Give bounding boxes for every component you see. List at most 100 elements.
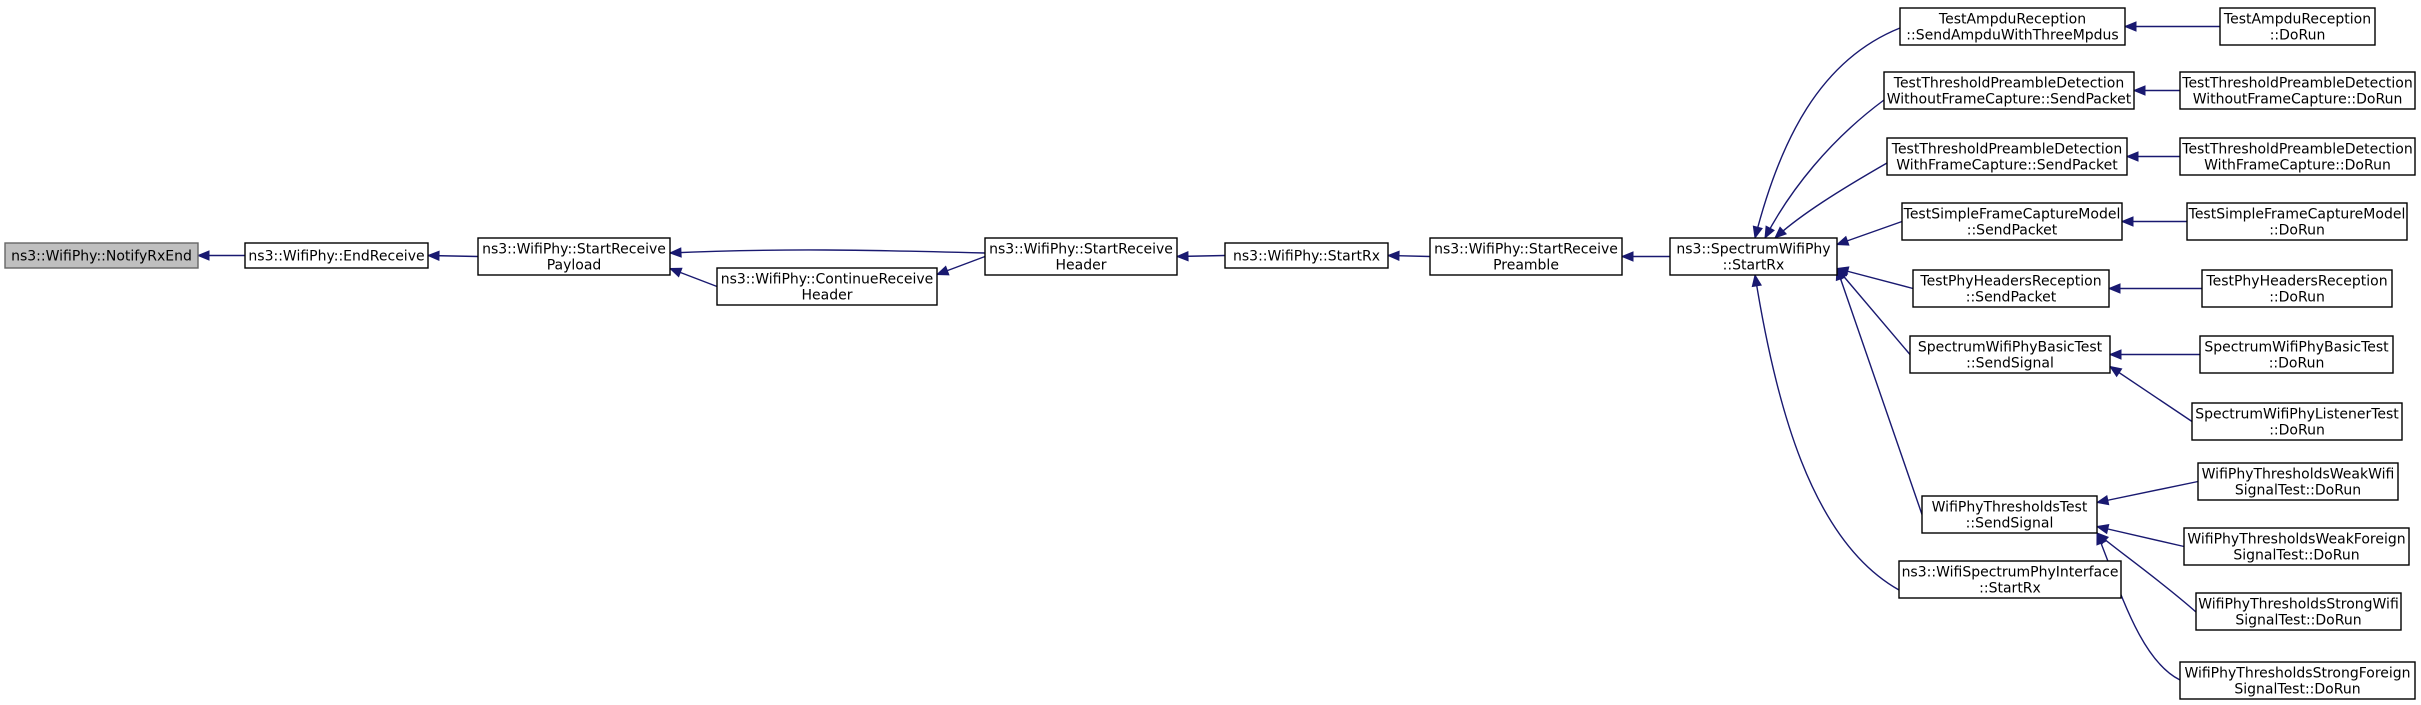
arrowhead-icon: [668, 267, 683, 278]
edge-phr-run-to-phr-send: [2107, 283, 2202, 294]
edge-line: [2096, 480, 2199, 504]
node-box: [1912, 269, 2110, 308]
node-wspi-start-rx[interactable]: ns3::WifiSpectrumPhyInterface::StartRx: [1898, 560, 2122, 599]
node-spectrum-start-rx[interactable]: ns3::SpectrumWifiPhy::StartRx: [1669, 237, 1838, 276]
node-box: [984, 237, 1178, 276]
node-label-line: WithoutFrameCapture::DoRun: [2193, 92, 2403, 108]
node-label-line: WifiPhyThresholdsWeakForeign: [2187, 532, 2405, 548]
node-box: [4, 242, 199, 269]
edge-swpb-run-to-swpb-send: [2108, 349, 2200, 360]
edge-start-receive-preamble-to-start-rx: [1386, 250, 1431, 262]
node-label-line: Preamble: [1493, 258, 1559, 274]
node-label-line: Header: [1056, 258, 1107, 274]
node-phr-run[interactable]: TestPhyHeadersReception::DoRun: [2201, 269, 2393, 308]
node-label-line: TestThresholdPreambleDetection: [1893, 76, 2124, 92]
node-box: [1224, 242, 1389, 269]
node-label-line: ns3::WifiPhy::NotifyRxEnd: [11, 249, 192, 265]
node-box: [2191, 402, 2403, 441]
node-label-line: SpectrumWifiPhyBasicTest: [2204, 340, 2389, 356]
node-tpd-w-send[interactable]: TestThresholdPreambleDetectionWithFrameC…: [1886, 137, 2128, 176]
node-wptsw-run[interactable]: WifiPhyThresholdsStrongWifiSignalTest::D…: [2195, 592, 2402, 631]
node-label-line: WifiPhyThresholdsStrongWifi: [2198, 597, 2399, 613]
edge-line: [1836, 268, 1911, 355]
node-box: [2179, 71, 2416, 110]
arrowhead-icon: [2125, 151, 2139, 162]
arrowhead-icon: [935, 265, 950, 276]
node-phr-send[interactable]: TestPhyHeadersReception::SendPacket: [1912, 269, 2110, 308]
node-label-line: ns3::WifiSpectrumPhyInterface: [1902, 565, 2119, 581]
node-box: [2179, 661, 2416, 700]
node-label-line: TestSimpleFrameCaptureModel: [1903, 207, 2121, 223]
edge-line: [2096, 525, 2185, 548]
node-label-line: ::DoRun: [2269, 356, 2325, 372]
node-wptww-run[interactable]: WifiPhyThresholdsWeakWifiSignalTest::DoR…: [2197, 462, 2399, 501]
arrowhead-icon: [1386, 250, 1400, 262]
edge-phr-send-to-spectrum-start-rx: [1835, 266, 1914, 290]
edge-sfcm-send-to-spectrum-start-rx: [1835, 220, 1903, 246]
node-label-line: TestThresholdPreambleDetection: [1891, 142, 2122, 158]
node-label-line: ns3::WifiPhy::EndReceive: [248, 249, 424, 265]
edges-layer: [196, 21, 2220, 681]
edge-line: [669, 249, 986, 254]
node-swpb-send[interactable]: SpectrumWifiPhyBasicTest::SendSignal: [1909, 335, 2111, 374]
node-label-line: ::SendPacket: [1967, 223, 2058, 239]
edge-tpd-w-run-to-tpd-w-send: [2125, 151, 2180, 162]
edge-line: [1836, 267, 1914, 290]
node-label-line: ns3::WifiPhy::StartReceive: [482, 242, 666, 258]
node-box: [2183, 527, 2410, 566]
node-box: [2199, 335, 2394, 374]
edge-continue-receive-header-to-start-receive-payload: [668, 267, 718, 288]
node-box: [1429, 237, 1623, 276]
node-sfcm-send[interactable]: TestSimpleFrameCaptureModel::SendPacket: [1901, 202, 2123, 241]
arrowhead-icon: [1764, 225, 1775, 240]
node-box: [1899, 7, 2126, 46]
node-notify-rx-end[interactable]: ns3::WifiPhy::NotifyRxEnd: [4, 242, 199, 269]
edge-start-receive-header-to-start-receive-payload: [668, 247, 986, 258]
arrowhead-icon: [196, 250, 210, 261]
edge-tpd-wo-run-to-tpd-wo-send: [2132, 85, 2180, 96]
node-swpl-run[interactable]: SpectrumWifiPhyListenerTest::DoRun: [2191, 402, 2403, 441]
node-label-line: ::SendSignal: [1966, 516, 2054, 532]
node-box: [2197, 462, 2399, 501]
node-label-line: WithoutFrameCapture::SendPacket: [1887, 92, 2132, 108]
node-ampdu-run[interactable]: TestAmpduReception::DoRun: [2219, 7, 2376, 46]
arrowhead-icon: [426, 250, 440, 261]
arrowhead-icon: [2095, 495, 2110, 506]
node-label-line: WifiPhyThresholdsTest: [1932, 500, 2088, 516]
node-tpd-wo-run[interactable]: TestThresholdPreambleDetectionWithoutFra…: [2179, 71, 2416, 110]
node-end-receive[interactable]: ns3::WifiPhy::EndReceive: [244, 242, 429, 269]
node-ampdu-send[interactable]: TestAmpduReception::SendAmpduWithThreeMp…: [1899, 7, 2126, 46]
node-label-line: TestPhyHeadersReception: [1919, 274, 2101, 290]
node-box: [244, 242, 429, 269]
node-box: [1886, 137, 2128, 176]
node-label-line: ::StartRx: [1723, 258, 1785, 274]
node-wptsf-run[interactable]: WifiPhyThresholdsStrongForeignSignalTest…: [2179, 661, 2416, 700]
node-label-line: ::DoRun: [2270, 28, 2326, 44]
node-label-line: SpectrumWifiPhyBasicTest: [1918, 340, 2103, 356]
node-label-line: ns3::WifiPhy::StartReceive: [989, 242, 1173, 258]
node-label-line: TestThresholdPreambleDetection: [2181, 142, 2412, 158]
arrowhead-icon: [1620, 251, 1634, 262]
node-swpb-run[interactable]: SpectrumWifiPhyBasicTest::DoRun: [2199, 335, 2394, 374]
node-wpt-send[interactable]: WifiPhyThresholdsTest::SendSignal: [1921, 495, 2098, 534]
node-sfcm-run[interactable]: TestSimpleFrameCaptureModel::DoRun: [2186, 202, 2408, 241]
node-tpd-wo-send[interactable]: TestThresholdPreambleDetectionWithoutFra…: [1883, 71, 2135, 110]
arrowhead-icon: [668, 247, 682, 258]
node-label-line: WithFrameCapture::SendPacket: [1896, 158, 2118, 174]
edge-swpb-send-to-spectrum-start-rx: [1836, 267, 1911, 355]
node-label-line: WithFrameCapture::DoRun: [2204, 158, 2391, 174]
node-box: [477, 237, 671, 276]
edge-line: [2096, 532, 2181, 681]
edge-wptww-run-to-wpt-send: [2095, 480, 2199, 506]
node-start-rx[interactable]: ns3::WifiPhy::StartRx: [1224, 242, 1389, 269]
node-box: [2219, 7, 2376, 46]
node-wptwf-run[interactable]: WifiPhyThresholdsWeakForeignSignalTest::…: [2183, 527, 2410, 566]
node-box: [1883, 71, 2135, 110]
edge-line: [2109, 365, 2193, 423]
node-tpd-w-run[interactable]: TestThresholdPreambleDetectionWithFrameC…: [2179, 137, 2416, 176]
